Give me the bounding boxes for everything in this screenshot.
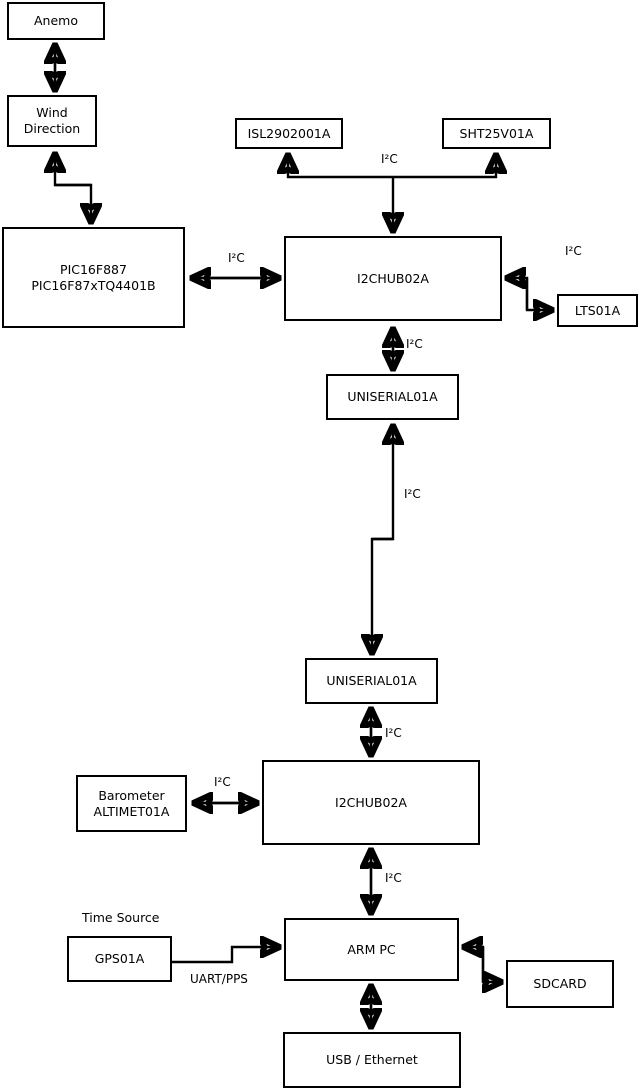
node-sht25v01a-label: SHT25V01A <box>459 125 534 141</box>
node-sdcard[interactable]: SDCARD <box>506 960 614 1008</box>
edge-label-i2c-hub-uniserial: I²C <box>406 337 423 351</box>
edge-label-uart-pps: UART/PPS <box>190 972 248 986</box>
edge-label-i2c-sensor-bus: I²C <box>381 152 398 166</box>
node-usb-ethernet-label: USB / Ethernet <box>326 1052 418 1068</box>
node-uniserial01a-top-label: UNISERIAL01A <box>347 389 438 405</box>
node-uniserial01a-bottom[interactable]: UNISERIAL01A <box>305 658 438 704</box>
node-i2chub02a-top-label: I2CHUB02A <box>357 270 429 286</box>
wire-sdcard-to-armpc <box>465 947 485 982</box>
node-arm-pc[interactable]: ARM PC <box>284 918 459 981</box>
node-pic-mcu-label: PIC16F887 PIC16F87xTQ4401B <box>31 261 156 293</box>
node-anemo-label: Anemo <box>34 13 78 29</box>
node-barometer-altimet01a-label: Barometer ALTIMET01A <box>93 787 170 819</box>
node-gps01a-label: GPS01A <box>94 951 145 967</box>
node-sht25v01a[interactable]: SHT25V01A <box>442 118 551 149</box>
wire-uniserial-link-down <box>372 537 393 652</box>
node-i2chub02a-bottom[interactable]: I2CHUB02A <box>262 760 480 845</box>
wire-hub-to-lts <box>525 278 551 310</box>
wire-lts-to-hub <box>508 278 529 310</box>
node-uniserial01a-top[interactable]: UNISERIAL01A <box>326 374 459 420</box>
node-arm-pc-label: ARM PC <box>347 941 396 957</box>
node-pic-mcu[interactable]: PIC16F887 PIC16F87xTQ4401B <box>2 227 185 328</box>
wire-armpc-to-sdcard <box>483 947 500 982</box>
edge-label-i2c-hub-armpc: I²C <box>385 871 402 885</box>
wire-bus-to-sht <box>393 156 496 179</box>
edge-label-i2c-uniserial-link: I²C <box>404 487 421 501</box>
node-i2chub02a-bottom-label: I2CHUB02A <box>335 794 407 810</box>
node-usb-ethernet[interactable]: USB / Ethernet <box>283 1032 461 1088</box>
edge-label-i2c-uniserial-hub-bottom: I²C <box>385 726 402 740</box>
node-anemo[interactable]: Anemo <box>7 2 105 40</box>
node-gps01a[interactable]: GPS01A <box>67 936 172 982</box>
node-isl2902001a[interactable]: ISL2902001A <box>235 118 343 149</box>
edge-label-i2c-hub-lts: I²C <box>565 244 582 258</box>
node-sdcard-label: SDCARD <box>533 976 587 992</box>
node-lts01a-label: LTS01A <box>574 302 621 318</box>
edge-label-i2c-pic-hub: I²C <box>228 251 245 265</box>
node-wind-direction-label: Wind Direction <box>23 105 81 136</box>
node-isl2902001a-label: ISL2902001A <box>247 125 331 141</box>
wire-uniserial-link-up <box>372 427 393 541</box>
node-lts01a[interactable]: LTS01A <box>557 294 638 327</box>
wire-gps-to-armpc <box>172 947 278 964</box>
wire-wind-to-pic-up <box>55 155 91 187</box>
wire-bus-to-isl <box>288 156 393 179</box>
node-i2chub02a-top[interactable]: I2CHUB02A <box>284 236 502 321</box>
annotation-time-source: Time Source <box>82 910 160 925</box>
node-barometer-altimet01a[interactable]: Barometer ALTIMET01A <box>76 775 187 832</box>
node-wind-direction[interactable]: Wind Direction <box>7 95 97 147</box>
wire-wind-to-pic-down <box>55 183 91 221</box>
edge-label-i2c-barometer-hub: I²C <box>214 775 231 789</box>
node-uniserial01a-bottom-label: UNISERIAL01A <box>326 673 417 689</box>
